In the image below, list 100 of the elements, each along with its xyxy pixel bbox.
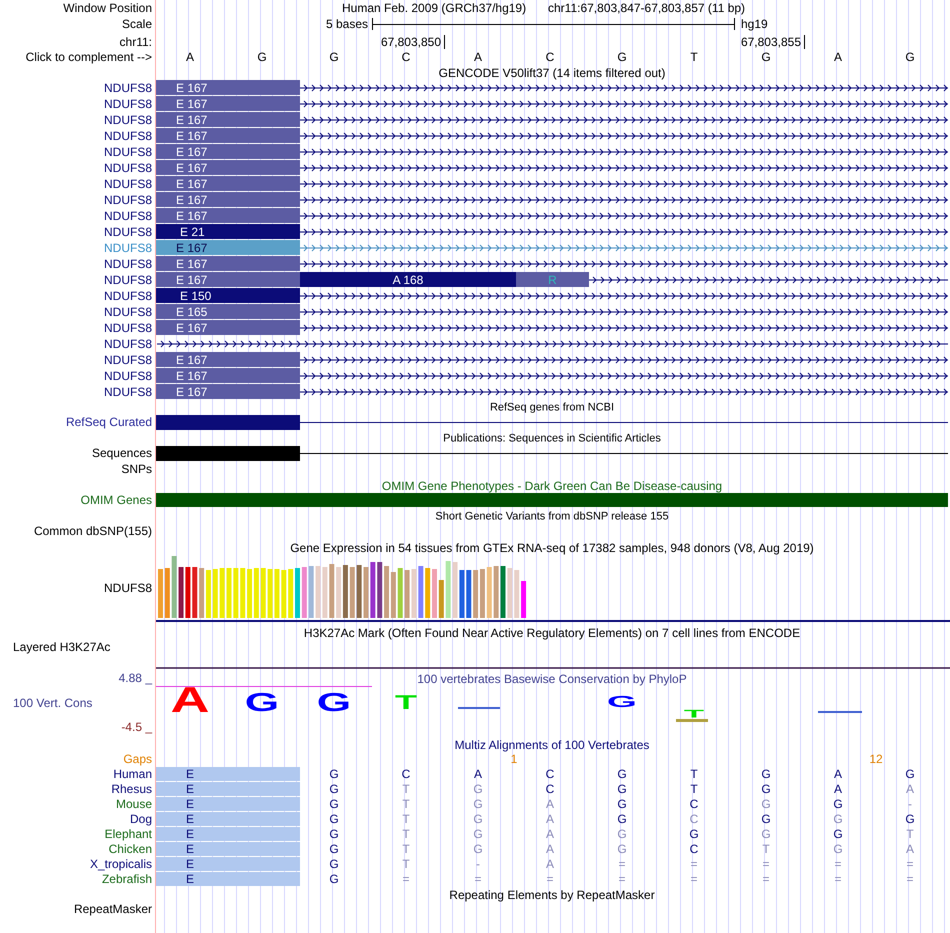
- track-label: RepeatMasker: [74, 903, 152, 915]
- alignment-base: T: [690, 768, 698, 780]
- track-title: Publications: Sequences in Scientific Articles: [443, 434, 661, 444]
- alignment-base: G: [329, 813, 339, 825]
- track-label: OMIM Genes: [80, 494, 152, 506]
- exon-box: E: [156, 827, 300, 841]
- track-label: Gaps: [123, 753, 152, 765]
- alignment-base: =: [690, 873, 698, 885]
- gene-name: NDUFS8: [104, 130, 152, 142]
- alignment-base: T: [402, 813, 410, 825]
- alignment-base: =: [546, 873, 554, 885]
- gene-name: NDUFS8: [104, 82, 152, 94]
- alignment-base: =: [762, 873, 770, 885]
- alignment-base: =: [834, 873, 842, 885]
- track-label: 100 Vert. Cons: [13, 697, 92, 709]
- alignment-base: G: [761, 828, 771, 840]
- alignment-base: T: [402, 798, 410, 810]
- gene-bar: [156, 415, 300, 430]
- gene-name: NDUFS8: [104, 386, 152, 398]
- species-label: Chicken: [108, 843, 152, 855]
- exon-box: E: [156, 842, 300, 856]
- gene-name: NDUFS8: [104, 162, 152, 174]
- gap-count: 1: [510, 753, 518, 765]
- track-label: Click to complement -->: [26, 51, 152, 63]
- gene-name: NDUFS8: [104, 178, 152, 190]
- species-label: Rhesus: [111, 783, 152, 795]
- alignment-base: G: [833, 813, 843, 825]
- axis-value: -4.5 _: [121, 721, 152, 733]
- base-letter: A: [474, 51, 482, 63]
- alignment-base: =: [690, 858, 698, 870]
- alignment-base: G: [473, 843, 483, 855]
- base-letter: G: [329, 51, 339, 63]
- alignment-base: G: [689, 828, 699, 840]
- track-label: chr11:: [120, 36, 152, 48]
- gene-name: NDUFS8: [104, 322, 152, 334]
- axis-value: 4.88 _: [118, 672, 152, 684]
- alignment-base: C: [546, 783, 554, 795]
- exon-box: E 167: [156, 208, 300, 223]
- alignment-base: G: [473, 828, 483, 840]
- gene-name: NDUFS8: [104, 146, 152, 158]
- track-label: Common dbSNP(155): [34, 525, 152, 537]
- alignment-base: T: [402, 828, 410, 840]
- track-label: Layered H3K27Ac: [13, 641, 110, 653]
- alignment-base: G: [329, 843, 339, 855]
- alignment-base: T: [402, 783, 410, 795]
- alignment-base: G: [761, 798, 771, 810]
- exon-box: E: [156, 767, 300, 781]
- gene-name: NDUFS8: [104, 98, 152, 110]
- base-letter: G: [617, 51, 627, 63]
- gene-name: NDUFS8: [104, 258, 152, 270]
- conservation-base-letter: T: [684, 710, 704, 720]
- track-label: SNPs: [121, 463, 152, 475]
- exon-box: E 167: [156, 192, 300, 207]
- alignment-base: =: [834, 858, 842, 870]
- gene-name: NDUFS8: [104, 306, 152, 318]
- alignment-base: T: [906, 828, 914, 840]
- exon-box: E 167: [156, 368, 300, 383]
- conservation-base-letter: G: [316, 689, 352, 715]
- exon-box: E: [156, 812, 300, 826]
- alignment-base: G: [329, 873, 339, 885]
- species-label: Human: [113, 768, 152, 780]
- exon-box: E 167: [156, 272, 300, 287]
- exon-box: E: [156, 782, 300, 796]
- gene-name: NDUFS8: [104, 210, 152, 222]
- alignment-base: G: [617, 798, 627, 810]
- track-title: GENCODE V50lift37 (14 items filtered out): [438, 67, 666, 79]
- exon-box: E 167: [156, 320, 300, 335]
- track-title: 100 vertebrates Basewise Conservation by PhyloP: [417, 673, 687, 685]
- exon-box: E 167: [156, 384, 300, 399]
- track-title: Gene Expression in 54 tissues from GTEx RNA-seq of 17382 samples, 948 donors (V8, Aug 2019): [290, 542, 814, 554]
- alignment-base: A: [546, 828, 554, 840]
- alignment-base: G: [329, 768, 339, 780]
- gene-name: NDUFS8: [104, 354, 152, 366]
- base-letter: C: [546, 51, 554, 63]
- scale-label: hg19: [741, 18, 768, 30]
- alignment-base: G: [833, 843, 843, 855]
- track-label: RefSeq Curated: [66, 416, 152, 428]
- alignment-base: =: [906, 858, 914, 870]
- phenotype-bar: [156, 493, 948, 507]
- alignment-base: =: [762, 858, 770, 870]
- exon-box: E: [156, 857, 300, 871]
- alignment-base: G: [761, 783, 771, 795]
- exon-box: E 167: [156, 160, 300, 175]
- track-title: H3K27Ac Mark (Often Found Near Active Regulatory Elements) on 7 cell lines from ENCODE: [304, 627, 800, 639]
- base-letter: A: [186, 51, 194, 63]
- alignment-base: G: [329, 783, 339, 795]
- exon-box: R: [516, 272, 589, 287]
- base-letter: G: [761, 51, 771, 63]
- alignment-base: C: [690, 843, 698, 855]
- exon-box: E 21: [156, 224, 300, 239]
- exon-box: E 167: [156, 80, 300, 95]
- alignment-base: A: [906, 783, 914, 795]
- conservation-base-letter: G: [607, 695, 637, 711]
- alignment-base: A: [834, 768, 842, 780]
- gene-name: NDUFS8: [104, 338, 152, 350]
- alignment-base: G: [833, 828, 843, 840]
- alignment-base: G: [473, 783, 483, 795]
- exon-box: E: [156, 797, 300, 811]
- base-letter: C: [402, 51, 410, 63]
- exon-box: E 167: [156, 96, 300, 111]
